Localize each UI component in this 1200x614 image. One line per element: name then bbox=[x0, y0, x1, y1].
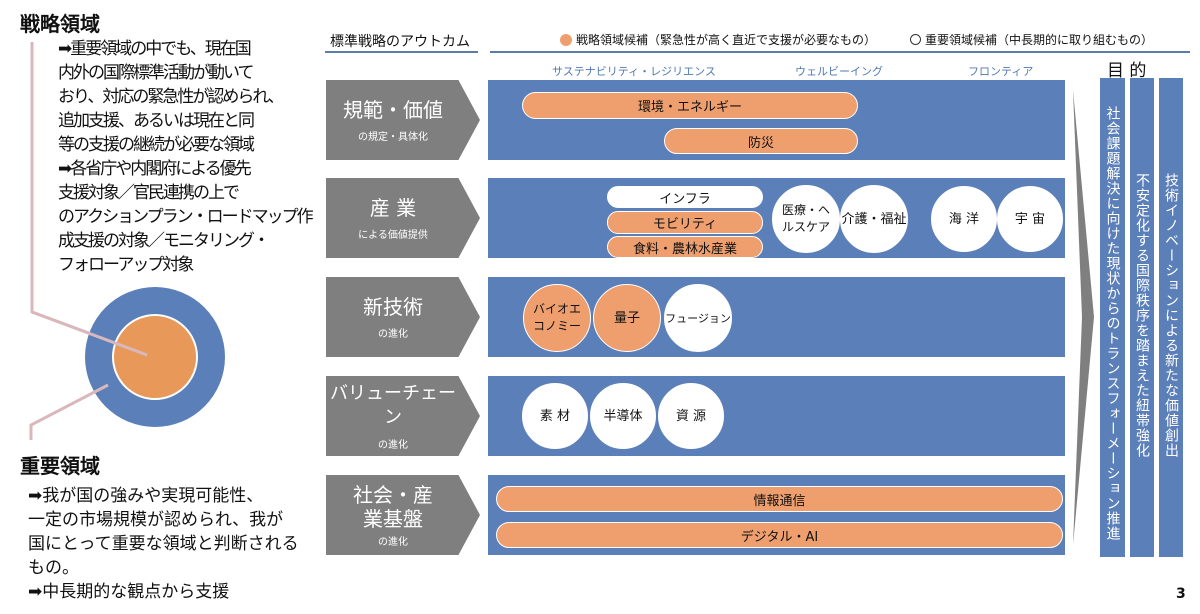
item-fusion: フュージョン bbox=[664, 284, 732, 352]
description-line: ➡我が国の強みや実現可能性、 bbox=[28, 486, 264, 506]
row-norms-values: 規範・価値の規定・具体化 bbox=[326, 80, 480, 160]
important-leader-line bbox=[29, 383, 109, 440]
strategic-area-core bbox=[112, 314, 198, 400]
legend-strategic: 戦略領域候補（緊急性が高く直近で支援が必要なもの） bbox=[560, 31, 876, 48]
description-line: ➡中長期的な観点から支援 bbox=[28, 582, 230, 602]
divider bbox=[490, 51, 1190, 53]
purpose-innovation: 技術イノベーションによる新たな価値創出 bbox=[1159, 78, 1183, 557]
item-environment-energy: 環境・エネルギー bbox=[522, 92, 858, 119]
divider bbox=[325, 51, 478, 53]
white-dot-icon bbox=[910, 34, 921, 45]
item-nursing-welfare: 介護・福祉 bbox=[840, 185, 908, 253]
description-line: 等の支援の継続が必要な領域 bbox=[58, 135, 255, 155]
item-infrastructure: インフラ bbox=[607, 186, 763, 208]
item-bioeconomy: バイオエコノミー bbox=[523, 284, 591, 352]
description-line: 一定の市場規模が認められ、我が bbox=[28, 510, 284, 530]
description-line: フォローアップ対象 bbox=[58, 255, 194, 275]
description-line: ➡重要領域の中でも、現在国 bbox=[58, 39, 252, 59]
purpose-solidarity: 不安定化する国際秩序を踏まえた紐帯強化 bbox=[1130, 78, 1154, 557]
area-diagram bbox=[29, 42, 225, 440]
transformation-arrow bbox=[1073, 90, 1094, 545]
item-food-agriculture: 食料・農林水産業 bbox=[607, 236, 763, 258]
item-space: 宇 宙 bbox=[997, 186, 1063, 252]
item-mobility: モビリティ bbox=[607, 211, 763, 234]
description-line: 追加支援、あるいは現在と同 bbox=[58, 111, 255, 131]
item-materials: 素 材 bbox=[522, 383, 588, 449]
legend-important: 重要領域候補（中長期的に取り組むもの） bbox=[910, 31, 1153, 48]
description-line: おり、対応の緊急性が認められ、 bbox=[58, 87, 284, 107]
purpose-transformation: 社会課題解決に向けた現状からのトランスフォーメーション推進 bbox=[1100, 78, 1125, 557]
item-medical-healthcare: 医療・ヘルスケア bbox=[772, 185, 840, 253]
strategic-area-title: 戦略領域 bbox=[20, 12, 100, 36]
item-quantum: 量子 bbox=[593, 284, 661, 352]
description-line: のアクションプラン・ロードマップ作 bbox=[58, 207, 314, 227]
description-line: もの。 bbox=[28, 558, 79, 578]
description-line: 成支援の対象／モニタリング・ bbox=[58, 231, 270, 251]
important-area-title: 重要領域 bbox=[20, 454, 100, 478]
description-line: 国にとって重要な領域と判断される bbox=[28, 534, 299, 554]
description-line: ➡各省庁や内閣府による優先 bbox=[58, 159, 252, 179]
important-area-description: ➡我が国の強みや実現可能性、一定の市場規模が認められ、我が国にとって重要な領域と… bbox=[28, 484, 299, 604]
row-value-chain: バリューチェーンの進化 bbox=[326, 376, 480, 456]
column-wellbeing: ウェルビーイング bbox=[795, 65, 883, 78]
legend-important-label: 重要領域候補（中長期的に取り組むもの） bbox=[925, 33, 1154, 47]
item-ict: 情報通信 bbox=[496, 486, 1063, 512]
orange-dot-icon bbox=[560, 33, 572, 46]
column-frontier: フロンティア bbox=[968, 65, 1034, 78]
item-ocean: 海 洋 bbox=[931, 186, 997, 252]
column-sustainability: サステナビリティ・レジリエンス bbox=[552, 65, 716, 78]
outcome-heading: 標準戦略のアウトカム bbox=[330, 34, 470, 50]
description-line: 支援対象／官民連携の上で bbox=[58, 183, 240, 203]
page-number: 3 bbox=[1176, 586, 1186, 602]
row-infrastructure: 社会・産業基盤の進化 bbox=[326, 475, 480, 555]
description-line: 内外の国際標準活動が動いて bbox=[58, 63, 254, 83]
row-industry: 産 業による価値提供 bbox=[326, 178, 480, 258]
item-digital-ai: デジタル・AI bbox=[496, 522, 1063, 548]
purpose-heading: 目 的 bbox=[1107, 61, 1147, 81]
item-resources: 資 源 bbox=[658, 383, 724, 449]
item-semiconductors: 半導体 bbox=[590, 383, 656, 449]
row-new-tech: 新技術の進化 bbox=[326, 277, 480, 357]
strategic-area-description: ➡重要領域の中でも、現在国内外の国際標準活動が動いており、対応の緊急性が認められ… bbox=[58, 37, 314, 277]
item-disaster-prevention: 防災 bbox=[664, 128, 858, 154]
legend-strategic-label: 戦略領域候補（緊急性が高く直近で支援が必要なもの） bbox=[576, 33, 877, 47]
